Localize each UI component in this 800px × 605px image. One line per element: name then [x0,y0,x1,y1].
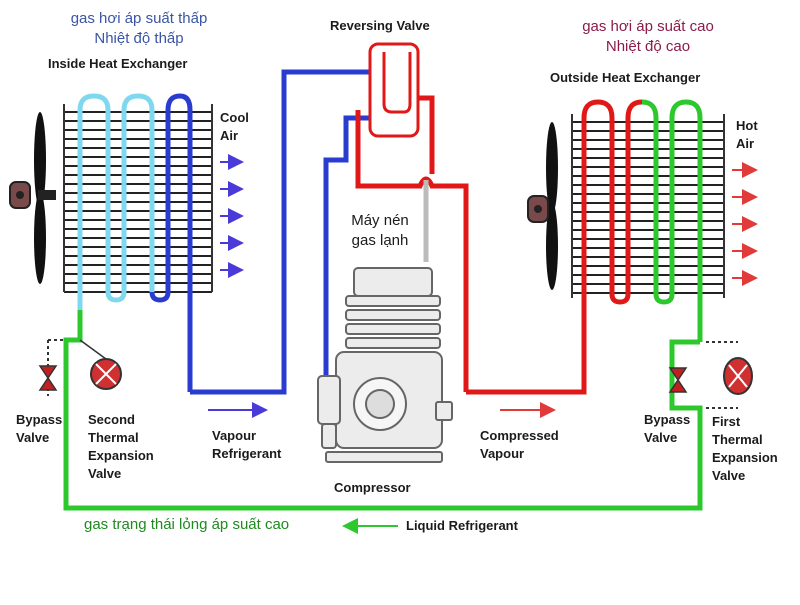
second-tev-label-3: Expansion [88,448,154,463]
outside-heat-exchanger [466,99,725,395]
left-bypass-valve-icon [38,339,66,396]
compressor-label: Compressor [334,480,411,495]
first-expansion-valve-icon [706,341,753,409]
outside-heat-exchanger-label: Outside Heat Exchanger [550,70,701,85]
outside-fan-icon [527,122,558,290]
left-bypass-label-1: Bypass [16,412,63,427]
second-tev-label-2: Thermal [88,430,139,445]
left-bypass-label-2: Valve [16,430,50,445]
inside-heat-exchanger-label: Inside Heat Exchanger [48,56,188,71]
low-temperature-label: Nhiệt độ thấp [94,30,184,47]
first-tev-label-4: Valve [712,468,746,483]
second-tev-label-1: Second [88,412,135,427]
cool-air-arrows [220,154,244,278]
vapour-label: Vapour [212,428,257,443]
second-expansion-valve-icon [79,339,122,390]
red-pipe-loop [355,110,469,392]
liquid-vn-label: gas trạng thái lỏng áp suất cao [84,516,290,533]
inside-heat-exchanger [63,93,213,392]
cool-air-label: Air [220,128,239,143]
reversing-valve-label: Reversing Valve [330,18,430,33]
low-pressure-gas-label: gas hơi áp suất thấp [70,10,208,27]
first-tev-label-2: Thermal [712,432,763,447]
blue-pipe-suction [323,115,392,380]
hot-label: Hot [736,118,758,133]
vapour-refrigerant-label: Refrigerant [212,446,282,461]
cool-label: Cool [220,110,249,125]
inside-coil-cyan [77,93,155,310]
outside-coil-red [466,99,643,395]
compressed-label: Compressed [480,428,559,443]
reversing-valve [368,42,420,138]
compressor-vn-label-1: Máy nén [351,212,409,229]
inside-fan-icon [9,112,56,284]
liquid-line [63,310,703,511]
compressor-vn-label-2: gas lạnh [351,232,409,249]
right-bypass-label-2: Valve [644,430,678,445]
compressed-vapour-label: Vapour [480,446,525,461]
high-temperature-label: Nhiệt độ cao [605,38,691,55]
hot-air-arrows [732,162,758,286]
inside-coil-blue [149,93,193,392]
first-tev-label-3: Expansion [712,450,778,465]
high-pressure-gas-label: gas hơi áp suất cao [582,18,714,35]
compressor-icon [317,267,453,463]
outside-coil-green [641,99,703,342]
right-bypass-label-1: Bypass [644,412,691,427]
right-bypass-valve-icon [668,367,688,393]
liquid-refrigerant-label: Liquid Refrigerant [406,518,518,533]
second-tev-label-4: Valve [88,466,122,481]
first-tev-label-1: First [712,414,741,429]
hot-air-label: Air [736,136,755,151]
